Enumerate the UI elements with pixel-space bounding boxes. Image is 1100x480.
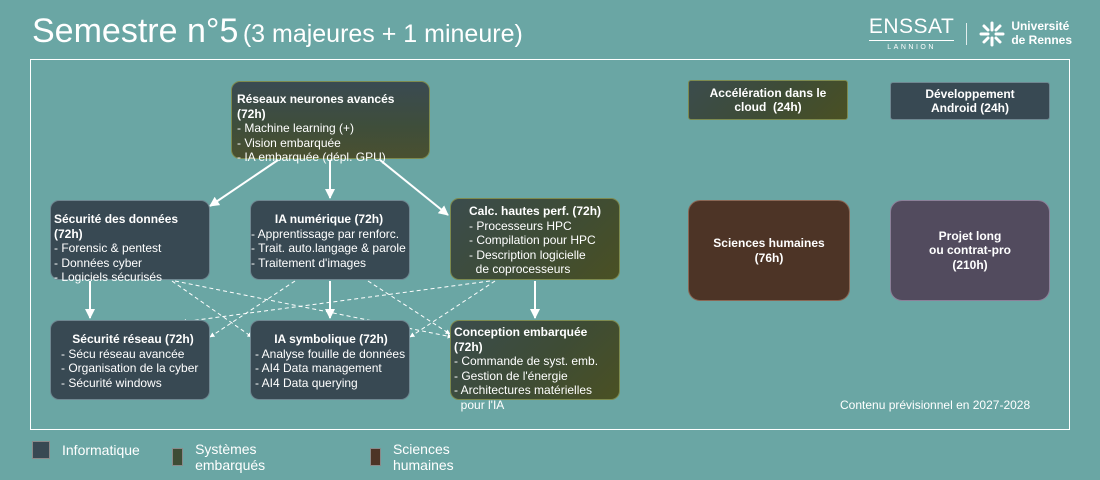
legend-swatch <box>172 448 184 466</box>
univ-logo-line1: Université <box>1011 18 1070 33</box>
module-title: IA numérique (72h) <box>274 212 384 226</box>
page-title: Semestre n°5 (3 majeures + 1 mineure) <box>32 12 523 51</box>
legend-swatch <box>32 441 50 459</box>
module-item: - Apprentissage par renforc. <box>251 226 400 241</box>
module-title-line: (210h) <box>952 257 988 272</box>
module-item: - Vision embarquée <box>237 135 341 150</box>
legend-item-sciences-humaines: Sciences humaines <box>370 441 461 473</box>
module-item: - Processeurs HPC <box>469 218 572 233</box>
legend-label: Sciences humaines <box>392 441 454 473</box>
module-item: - Machine learning (+) <box>237 121 355 135</box>
module-item: - Architectures matérielles <box>454 383 593 397</box>
enssat-logo-text: ENSSAT <box>868 15 955 38</box>
module-item: - AI4 Data querying <box>255 375 358 390</box>
module-item: - Gestion de l'énergie <box>454 368 568 383</box>
legend-swatch <box>370 448 381 466</box>
module-title-line: (76h) <box>754 250 784 265</box>
module-title-line: Sciences humaines <box>713 236 825 250</box>
module-item: - Traitement d'images <box>251 255 367 270</box>
universite-rennes-logo: Université de Rennes <box>979 18 1072 48</box>
module-sciences-humaines: Sciences humaines (76h) <box>688 200 850 301</box>
module-conception-embarquee: Conception embarquée (72h) - Commande de… <box>450 320 620 412</box>
module-item: - Trait. auto.langage & parole <box>251 241 406 255</box>
module-ia-symbolique: IA symbolique (72h) - Analyse fouille de… <box>250 320 410 400</box>
module-securite-donnees: Sécurité des données (72h) - Forensic & … <box>50 200 210 284</box>
univ-logo-line2: de Rennes <box>1011 32 1072 47</box>
module-calc-hautes-perf: Calc. hautes perf. (72h) - Processeurs H… <box>450 198 620 280</box>
module-title: IA symbolique (72h) <box>274 332 388 346</box>
module-item: - Compilation pour HPC <box>469 233 596 247</box>
module-item: - Sécurité windows <box>61 375 162 390</box>
module-ia-numerique: IA numérique (72h) - Apprentissage par r… <box>250 200 410 280</box>
module-item: - AI4 Data management <box>255 361 382 375</box>
module-title: Sécurité réseau (72h) <box>72 332 194 346</box>
logo-divider <box>966 22 968 45</box>
module-item: - Analyse fouille de données <box>255 346 406 361</box>
title-sub: (3 majeures + 1 mineure) <box>242 20 523 48</box>
module-item: - Sécu réseau avancée <box>61 346 185 361</box>
module-title-line: Développement <box>925 86 1015 101</box>
logos: ENSSAT LANNION Université de Rennes <box>868 15 1072 51</box>
module-item: - Forensic & pentest <box>54 241 162 255</box>
module-reseaux-neurones: Réseaux neurones avancés (72h) - Machine… <box>231 81 430 164</box>
module-securite-reseau: Sécurité réseau (72h) - Sécu réseau avan… <box>50 320 210 400</box>
module-title: Calc. hautes perf. (72h) <box>469 204 602 218</box>
module-item: - IA embarquée (dépl. GPU) <box>237 150 386 164</box>
module-item: de coprocesseurs <box>469 262 571 276</box>
module-title: Conception embarquée (72h) <box>454 325 588 354</box>
module-projet-long: Projet long ou contrat-pro (210h) <box>890 200 1050 301</box>
module-title: Réseaux neurones avancés (72h) <box>237 92 395 121</box>
legend-label: Informatique <box>62 442 140 458</box>
module-title-line: ou contrat-pro <box>929 243 1011 258</box>
module-title-line: cloud (24h) <box>734 100 802 114</box>
legend-item-systemes-embarques: Systèmes embarqués <box>172 441 272 473</box>
module-acceleration-cloud: Accélération dans le cloud (24h) <box>688 80 848 120</box>
module-title: Sécurité des données (72h) <box>54 212 179 241</box>
title-main: Semestre n°5 <box>32 12 239 50</box>
module-title-line: Android (24h) <box>930 101 1009 115</box>
module-item: pour l'IA <box>454 397 505 412</box>
module-item: - Organisation de la cyber <box>61 361 199 375</box>
module-item: - Commande de syst. emb. <box>454 354 599 368</box>
enssat-logo-subtext: LANNION <box>868 40 955 51</box>
module-developpement-android: Développement Android (24h) <box>890 82 1050 120</box>
module-title-line: Accélération dans le <box>709 85 827 100</box>
module-item: - Logiciels sécurisés <box>54 270 163 284</box>
content-frame <box>30 59 1070 430</box>
university-emblem-icon <box>979 21 1005 46</box>
module-item: - Données cyber <box>54 255 143 270</box>
legend-label: Systèmes embarqués <box>195 441 266 473</box>
provisional-note: Contenu prévisionnel en 2027-2028 <box>840 398 1031 412</box>
enssat-logo: ENSSAT LANNION <box>868 15 955 51</box>
module-title-line: Projet long <box>938 228 1002 243</box>
module-item: - Description logicielle <box>469 247 586 262</box>
legend-item-informatique: Informatique <box>32 441 140 459</box>
